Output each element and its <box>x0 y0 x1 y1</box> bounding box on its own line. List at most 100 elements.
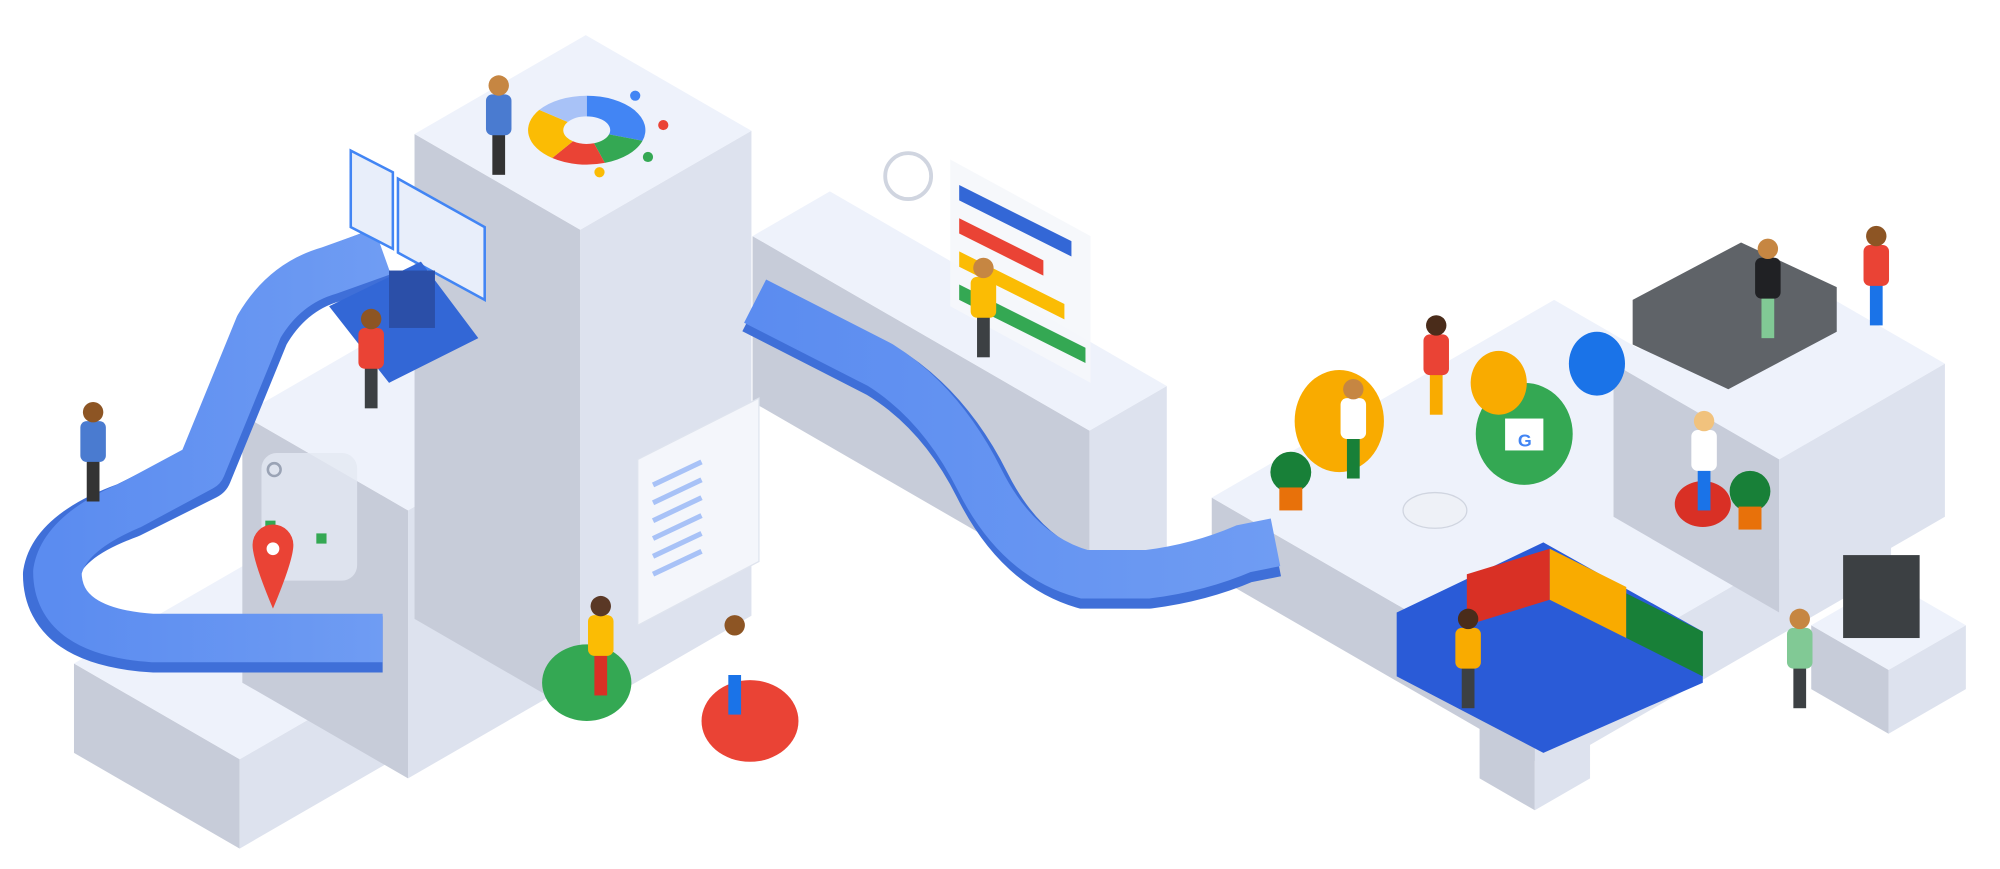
green-beanbag <box>542 644 632 721</box>
legend-dot <box>630 90 641 101</box>
person-torso <box>358 327 384 369</box>
person-legs <box>364 363 378 409</box>
bar-chart-panel <box>950 159 1091 383</box>
form-line <box>651 477 703 506</box>
plant-pot <box>1279 487 1303 511</box>
person-head <box>724 615 745 636</box>
person-standing-lounge <box>1423 315 1449 415</box>
lounge-upper-block-top-face <box>1613 267 1945 460</box>
bar <box>959 218 1044 276</box>
lounge-upper-block-right-face <box>1779 363 1945 613</box>
form-line <box>651 513 703 541</box>
person-legs <box>1346 433 1360 479</box>
person-legs <box>1761 293 1775 339</box>
person-torso <box>1691 430 1717 471</box>
person-at-bar-chart <box>970 257 997 358</box>
pillow-logo: G <box>1518 431 1532 451</box>
sofa-cushion-red <box>1466 548 1550 626</box>
form-line <box>651 531 703 559</box>
yellow-egg-chair <box>1294 370 1384 473</box>
person-crouching-on-tower <box>485 75 512 175</box>
person-head <box>1789 608 1810 630</box>
person-torso <box>970 276 997 318</box>
location-pin-dot <box>266 542 280 556</box>
person-on-red-beanbag <box>721 615 748 715</box>
person-head <box>360 308 382 330</box>
tall-tower-block <box>414 35 752 715</box>
person-legs <box>492 130 506 175</box>
legend-dot <box>658 119 669 131</box>
person-head <box>1457 608 1479 630</box>
person-torso <box>1455 627 1481 669</box>
checkbox-icon <box>316 533 327 544</box>
person-on-green-beanbag <box>588 595 614 696</box>
location-pin-icon <box>252 524 294 609</box>
person-torso <box>1423 334 1449 376</box>
person-legs <box>728 669 742 715</box>
person-head <box>1426 315 1447 336</box>
plant <box>1270 451 1312 493</box>
person-legs <box>1793 663 1807 709</box>
person-torso <box>1340 398 1367 439</box>
blue-ottoman <box>1568 331 1625 396</box>
legend-dot <box>642 151 654 163</box>
donut-segment <box>528 109 573 159</box>
bridge-slab-block-right-face <box>1089 386 1167 597</box>
sofa-cushion-yellow <box>1549 548 1627 639</box>
plant-pot <box>1738 506 1762 530</box>
monitor <box>389 270 435 328</box>
person-legs <box>977 312 990 358</box>
legend-dot <box>594 167 605 178</box>
coffee-table <box>1402 491 1468 529</box>
person-torso <box>721 634 748 676</box>
person-legs <box>594 650 608 696</box>
fingerprint-icon <box>883 151 934 201</box>
donut-segment <box>586 95 646 141</box>
person-head <box>1757 238 1779 260</box>
video-call-icon <box>396 176 486 303</box>
search-icon <box>266 461 282 478</box>
person-with-crutches <box>1863 225 1890 326</box>
person-head <box>1343 378 1364 400</box>
video-call-panel <box>349 148 395 251</box>
bookshelf-step-block-left-face <box>1811 625 1889 734</box>
plant <box>1729 470 1771 512</box>
person-legs <box>86 456 100 502</box>
form-line <box>651 459 703 488</box>
props <box>252 90 1920 762</box>
bar <box>959 185 1072 257</box>
bookshelf-binders <box>1843 555 1920 639</box>
left-base-block-left-face <box>73 663 240 849</box>
person-legs <box>1461 663 1475 709</box>
person-head <box>488 75 509 96</box>
person-head <box>1866 225 1887 247</box>
person-legs <box>1429 370 1443 415</box>
person-torso <box>588 615 614 656</box>
person-sitting-by-books <box>1786 608 1813 709</box>
form-line <box>651 495 703 523</box>
person-in-yellow-chair <box>1340 378 1367 479</box>
donut-segment <box>552 141 605 165</box>
person-head <box>82 401 104 423</box>
people <box>80 75 1890 715</box>
person-head <box>590 595 611 617</box>
person-torso <box>1755 257 1781 299</box>
yellow-ottoman <box>1470 350 1527 415</box>
person-legs <box>1697 465 1711 511</box>
person-head <box>973 257 994 279</box>
person-on-corner-sofa <box>1455 608 1481 709</box>
tall-tower-block-top-face <box>414 35 752 230</box>
blue-path-ribbon <box>22 228 1282 673</box>
sofa-cushion-green <box>1626 593 1703 677</box>
person-torso <box>1786 627 1813 669</box>
form-line <box>651 548 703 577</box>
person-torso <box>1863 245 1890 286</box>
person-head <box>1693 410 1715 432</box>
person-torso <box>80 421 106 462</box>
g-pillow <box>1505 418 1544 451</box>
red-beanbag <box>701 680 799 762</box>
person-torso <box>485 94 512 136</box>
person-on-grey-sofa <box>1755 238 1781 339</box>
bookshelf-step-block-right-face <box>1888 625 1966 734</box>
